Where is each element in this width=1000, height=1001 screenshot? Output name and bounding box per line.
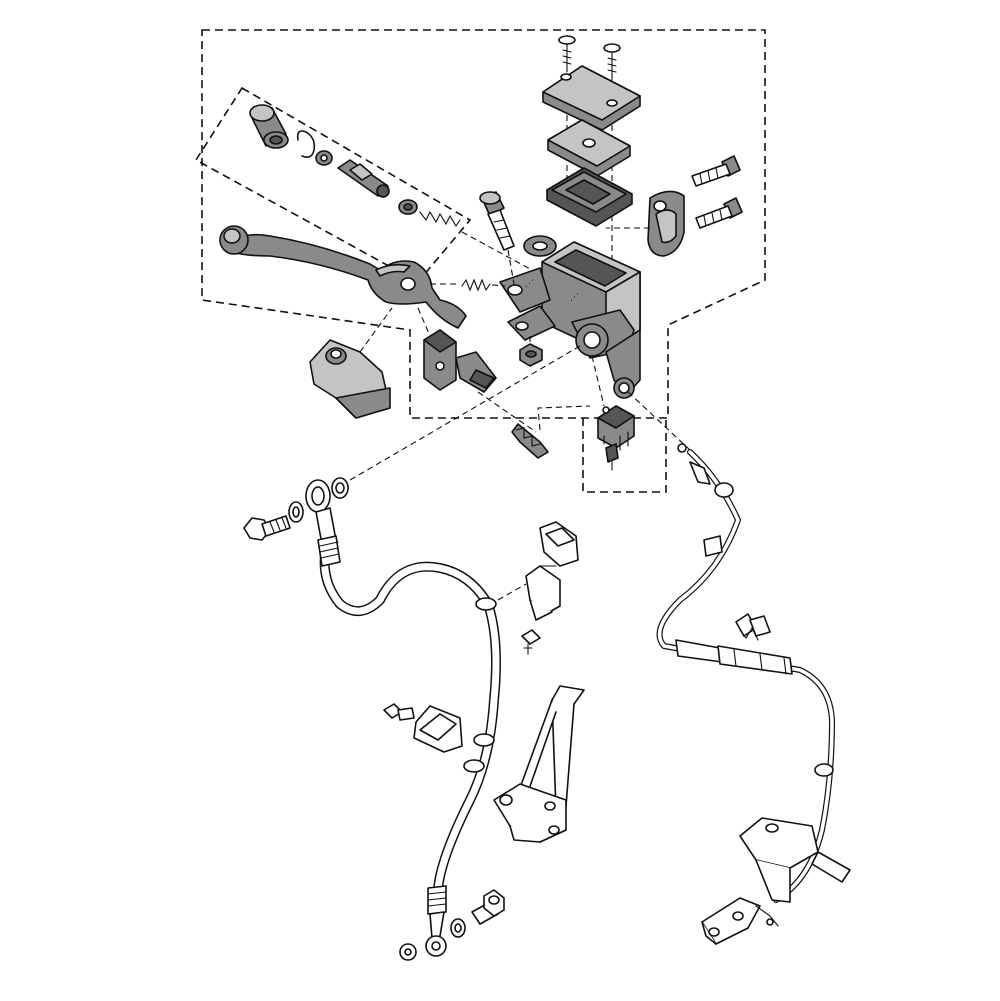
master-cylinder-body: ⋰ ⋰ <box>499 235 641 399</box>
washer <box>315 150 333 166</box>
banjo-bolt <box>243 515 291 541</box>
switch-spring <box>511 423 549 459</box>
circlip <box>296 130 316 158</box>
cable-end-fitting <box>701 897 779 945</box>
diaphragm <box>546 167 633 227</box>
brake-light-switch <box>597 405 635 451</box>
lever-guard <box>309 339 391 419</box>
adjuster-block <box>423 329 457 391</box>
hose-guide-bracket <box>493 685 585 843</box>
switch-screw <box>605 443 619 471</box>
switch-plunger <box>455 351 497 393</box>
hose-clip-bracket <box>525 521 579 621</box>
clip-screw <box>521 629 541 655</box>
spring-cup <box>398 199 418 215</box>
speedometer-cable <box>656 443 835 903</box>
svg-text:⋰: ⋰ <box>525 279 534 289</box>
handlebar-clamp <box>647 190 685 257</box>
cable-bracket <box>739 817 851 903</box>
lever-spring <box>461 278 491 292</box>
lever-pivot-bolt <box>479 191 515 251</box>
brake-hose <box>305 479 501 957</box>
brake-lever <box>219 225 467 329</box>
sealing-washer <box>399 943 417 961</box>
clamp-bolt <box>695 197 743 229</box>
lever-nut <box>519 343 543 367</box>
reservoir-cap-screw <box>603 43 621 81</box>
reservoir-cap <box>542 65 641 131</box>
piston-spring <box>419 210 461 228</box>
svg-text:⋰: ⋰ <box>570 293 579 303</box>
sealing-washer <box>331 477 349 499</box>
reservoir-cap-screw <box>558 35 576 73</box>
diaphragm-plate <box>547 119 631 177</box>
sealing-washer <box>288 501 304 523</box>
hose-clip-bracket <box>413 705 463 753</box>
bracket-bolt <box>383 703 415 721</box>
piston <box>337 159 390 198</box>
master-cylinder-group-outline <box>201 29 766 419</box>
sealing-washer <box>450 918 466 938</box>
dust-boot <box>249 104 289 149</box>
lower-banjo-bolt <box>471 889 505 925</box>
clamp-bolt <box>691 155 741 187</box>
cable-clamp <box>735 613 771 641</box>
